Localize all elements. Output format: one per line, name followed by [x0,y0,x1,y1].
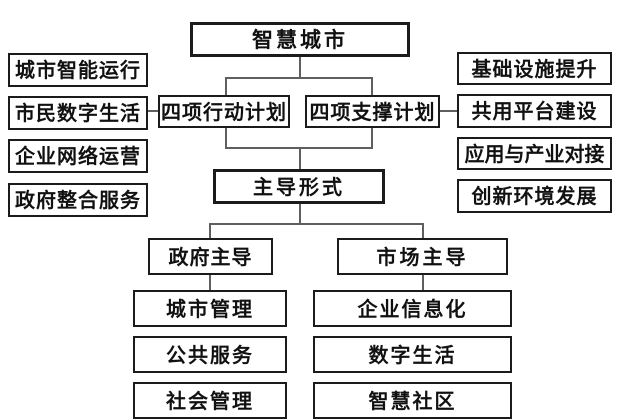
node-infrastructure-upgrade: 基础设施提升 [457,52,612,85]
connector-plans-top-bar [225,77,373,79]
connector-action-plan-out [225,128,227,149]
connector-action-plan-in [225,77,227,95]
node-public-service: 公共服务 [133,336,287,373]
node-digital-life: 数字生活 [313,336,512,373]
node-city-management: 城市管理 [133,290,287,327]
node-enterprise-informatization: 企业信息化 [313,290,512,327]
connector-support-platform [440,110,458,112]
node-citizen-digital-life: 市民数字生活 [8,96,148,130]
connector-gov-in [209,223,211,239]
node-four-action-plans: 四项行动计划 [158,95,290,128]
node-smart-city: 智慧城市 [190,22,410,57]
connector-root-down [299,57,301,78]
node-shared-platform-construction: 共用平台建设 [457,94,612,128]
node-leading-form: 主导形式 [213,169,385,204]
connector-led-bar [209,223,424,225]
connector-support-plan-in [371,77,373,95]
connector-market-in [422,223,424,239]
node-enterprise-network-operation: 企业网络运营 [8,139,148,173]
node-four-support-plans: 四项支撑计划 [305,95,440,128]
connector-gov-out [209,274,211,291]
node-market-led: 市场主导 [337,238,508,275]
node-innovation-environment-development: 创新环境发展 [457,179,612,213]
connector-leading-form-out [299,203,301,225]
connector-support-plan-out [371,128,373,149]
connector-market-out [422,274,424,291]
node-government-integrated-service: 政府整合服务 [8,183,148,217]
connector-leading-form-in [299,147,301,170]
node-application-industry-connection: 应用与产业对接 [457,137,612,170]
connector-citizen-action [147,110,159,112]
node-government-led: 政府主导 [148,238,273,275]
node-social-management: 社会管理 [133,382,287,419]
node-smart-community: 智慧社区 [313,382,512,419]
node-city-smart-operation: 城市智能运行 [8,53,148,87]
